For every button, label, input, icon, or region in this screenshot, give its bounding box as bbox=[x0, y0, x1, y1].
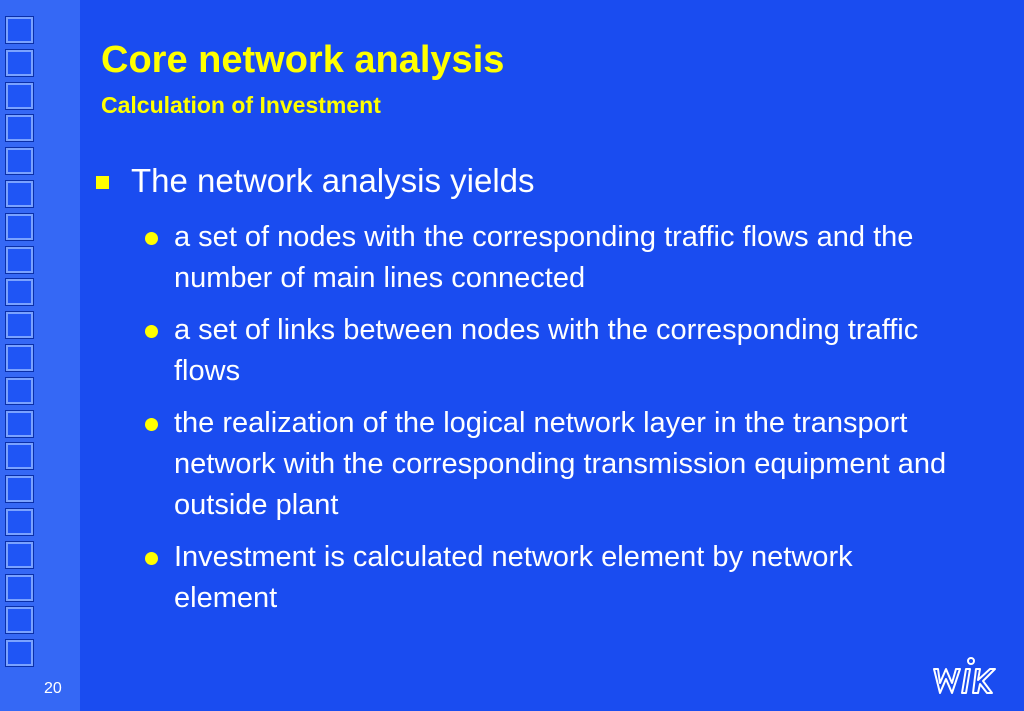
sidebar-square bbox=[5, 606, 34, 635]
sidebar-square bbox=[5, 376, 34, 405]
sidebar-square bbox=[5, 442, 34, 471]
sidebar-square bbox=[5, 212, 34, 241]
sidebar-square bbox=[5, 475, 34, 504]
sidebar-square bbox=[5, 114, 34, 143]
sidebar-square bbox=[5, 409, 34, 438]
sidebar-square bbox=[5, 311, 34, 340]
list-item-text: Investment is calculated network element… bbox=[174, 541, 853, 614]
round-bullet-icon bbox=[145, 232, 158, 245]
slide-title: Core network analysis bbox=[101, 39, 505, 81]
round-bullet-icon bbox=[145, 552, 158, 565]
list-item: the realization of the logical network l… bbox=[145, 403, 965, 526]
sidebar-square bbox=[5, 573, 34, 602]
sidebar-square bbox=[5, 278, 34, 307]
slide-subtitle: Calculation of Investment bbox=[101, 92, 381, 118]
sidebar-square bbox=[5, 16, 34, 44]
round-bullet-icon bbox=[145, 325, 158, 338]
sidebar-square bbox=[5, 507, 34, 536]
list-item: a set of links between nodes with the co… bbox=[145, 310, 965, 392]
sidebar-square bbox=[5, 540, 34, 569]
list-item-text: a set of links between nodes with the co… bbox=[174, 314, 919, 387]
main-bullet-text: The network analysis yields bbox=[131, 162, 535, 199]
sidebar-square bbox=[5, 343, 34, 372]
wik-logo bbox=[930, 655, 1002, 702]
square-column bbox=[5, 16, 34, 673]
sidebar-square bbox=[5, 147, 34, 176]
sidebar-square bbox=[5, 81, 34, 110]
sidebar-decoration: 20 bbox=[0, 0, 80, 711]
list-item: a set of nodes with the corresponding tr… bbox=[145, 217, 965, 299]
sidebar-square bbox=[5, 48, 34, 77]
main-bullet: The network analysis yields bbox=[96, 160, 535, 202]
list-item: Investment is calculated network element… bbox=[145, 537, 965, 619]
sidebar-square bbox=[5, 179, 34, 208]
sub-bullet-list: a set of nodes with the corresponding tr… bbox=[145, 217, 965, 630]
sidebar-square bbox=[5, 245, 34, 274]
square-bullet-icon bbox=[96, 176, 109, 189]
page-number: 20 bbox=[44, 680, 62, 697]
list-item-text: a set of nodes with the corresponding tr… bbox=[174, 221, 914, 294]
round-bullet-icon bbox=[145, 418, 158, 431]
sidebar-square bbox=[5, 639, 34, 668]
wik-logo-icon bbox=[933, 657, 996, 694]
list-item-text: the realization of the logical network l… bbox=[174, 407, 947, 521]
